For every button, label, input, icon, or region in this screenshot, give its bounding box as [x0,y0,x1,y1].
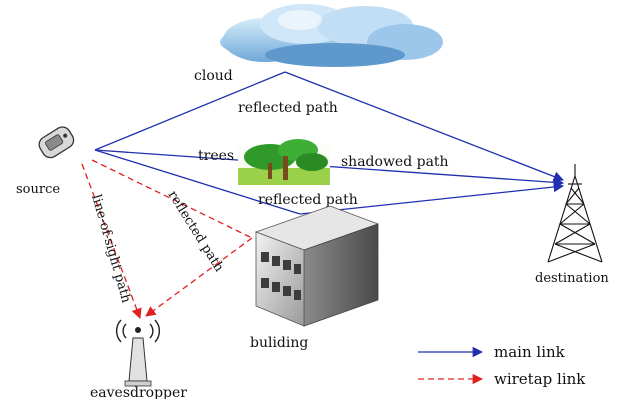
main-link-via-building-2 [299,181,565,215]
cloud-icon [220,4,443,67]
eavesdropper-label: eavesdropper [90,385,187,399]
phone-icon [38,126,75,159]
building-label: buliding [250,335,308,351]
legend-wiretap-link-label: wiretap link [494,370,586,388]
reflected-path-building-label: reflected path [258,192,358,208]
reflected-path-top-label: reflected path [238,100,338,116]
reflected-path-wiretap-label: reflected path [165,188,227,275]
wiretap-link-from-building [145,237,253,317]
source-label: source [16,182,60,197]
antenna-icon [115,319,161,387]
legend-main-link-label: main link [494,343,566,361]
destination-label: destination [535,271,609,286]
shadowed-path-label: shadowed path [341,154,449,170]
main-link-via-cloud-2 [284,71,564,182]
wiretap-links [81,159,253,319]
trees-label: trees [198,148,234,164]
main-link-via-cloud-1 [94,71,286,151]
wiretap-link-line-of-sight [81,163,142,319]
main-link-via-building-1 [94,149,301,215]
trees-icon [238,139,330,185]
legend: main link wiretap link [418,343,586,388]
tower-icon [547,164,603,263]
cloud-label: cloud [194,68,233,84]
building-icon [254,205,380,327]
line-of-sight-path-label: line-of-sight path [88,193,133,305]
